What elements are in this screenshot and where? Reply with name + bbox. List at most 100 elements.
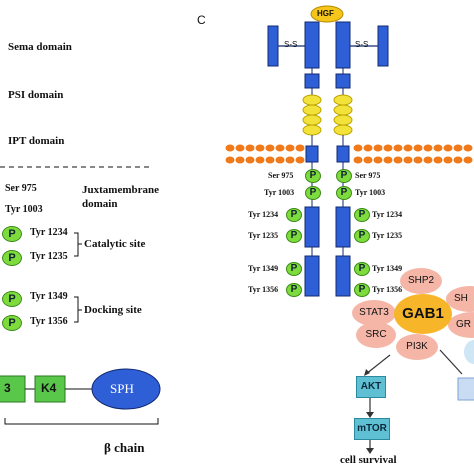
arrow-pi3k-akt: [365, 354, 391, 375]
phospho-icon: P: [354, 283, 370, 297]
membrane-lipid: [413, 156, 423, 164]
legend-ser975: Ser 975: [5, 183, 37, 194]
membrane-lipid: [255, 144, 265, 152]
arrow-right-branch: [439, 349, 463, 375]
membrane-lipid: [393, 156, 403, 164]
hgf-ligand: [310, 5, 344, 23]
receptor-right-tyr1003: Tyr 1003: [355, 188, 386, 197]
membrane-lipid: [423, 156, 433, 164]
membrane-lipid: [433, 156, 443, 164]
membrane-lipid: [235, 156, 245, 164]
right-branch-box: [457, 377, 474, 401]
legend-tyr1234: Tyr 1234: [30, 227, 68, 238]
membrane-lipid: [225, 156, 235, 164]
receptor-right-tyr1356: Tyr 1356: [372, 285, 403, 294]
membrane-lipid: [295, 144, 305, 152]
membrane-lipid: [245, 156, 255, 164]
legend-tyr1349: Tyr 1349: [30, 291, 68, 302]
membrane-lipid: [403, 144, 413, 152]
membrane-lipid: [373, 156, 383, 164]
membrane-lipid: [363, 144, 373, 152]
membrane-lipid: [225, 144, 235, 152]
membrane-lipid: [463, 156, 473, 164]
phospho-icon: P: [286, 283, 302, 297]
right-partial-blob: [464, 340, 474, 364]
phospho-icon: P: [286, 208, 302, 222]
cell-membrane: [225, 144, 473, 164]
receptor-right-ser975: Ser 975: [355, 171, 381, 180]
panel-label: C: [197, 13, 206, 27]
phospho-icon: P: [286, 262, 302, 276]
cell-survival-label: cell survival: [340, 454, 397, 466]
sema-domain-label: Sema domain: [8, 41, 72, 53]
akt-node: AKT: [356, 376, 386, 398]
membrane-lipid: [285, 156, 295, 164]
sph-domain: [91, 368, 161, 410]
receptor-right-tyr1234: Tyr 1234: [372, 210, 403, 219]
shp2-node: SHP2: [400, 268, 442, 294]
membrane-lipid: [403, 156, 413, 164]
beta-chain-bracket: [4, 418, 159, 425]
membrane-lipid: [453, 156, 463, 164]
membrane-lipid: [275, 156, 285, 164]
receptor-right-chain: [333, 21, 389, 297]
membrane-lipid: [443, 144, 453, 152]
membrane-lipid: [363, 156, 373, 164]
receptor-left-tyr1003: Tyr 1003: [264, 188, 295, 197]
juxtamembrane-domain-label: domain: [82, 198, 118, 210]
disulfide-right-label: S-S: [355, 40, 369, 49]
membrane-lipid: [353, 156, 363, 164]
membrane-lipid: [353, 144, 363, 152]
membrane-lipid: [255, 156, 265, 164]
sph-label: SPH: [110, 381, 134, 396]
membrane-lipid: [265, 144, 275, 152]
phospho-icon: P: [286, 229, 302, 243]
psi-domain-label: PSI domain: [8, 89, 64, 101]
membrane-lipid: [295, 156, 305, 164]
membrane-lipid: [443, 156, 453, 164]
juxtamembrane-label: Juxtamembrane: [82, 184, 159, 196]
membrane-lipid: [265, 156, 275, 164]
membrane-lipid: [453, 144, 463, 152]
phospho-icon: P: [305, 186, 321, 200]
phospho-icon: P: [2, 291, 22, 307]
receptor-left-tyr1235: Tyr 1235: [248, 231, 279, 240]
membrane-lipid: [413, 144, 423, 152]
phospho-icon: P: [336, 169, 352, 183]
phospho-icon: P: [305, 169, 321, 183]
beta-chain-label: β chain: [104, 440, 145, 455]
phospho-icon: P: [354, 229, 370, 243]
mtor-node: mTOR: [354, 418, 390, 440]
membrane-lipid: [383, 144, 393, 152]
src-node: SRC: [356, 322, 396, 348]
phospho-icon: P: [2, 315, 22, 331]
phospho-icon: P: [354, 208, 370, 222]
docking-bracket: [74, 296, 82, 323]
receptor-right-tyr1349: Tyr 1349: [372, 264, 403, 273]
receptor-left-ser975: Ser 975: [268, 171, 294, 180]
legend-tyr1003: Tyr 1003: [5, 204, 43, 215]
box-3-label: 3: [4, 381, 11, 395]
receptor-left-tyr1349: Tyr 1349: [248, 264, 279, 273]
legend-tyr1235: Tyr 1235: [30, 251, 68, 262]
legend-tyr1356: Tyr 1356: [30, 316, 68, 327]
phospho-icon: P: [2, 250, 22, 266]
membrane-lipid: [393, 144, 403, 152]
membrane-lipid: [245, 144, 255, 152]
phospho-icon: P: [2, 226, 22, 242]
pi3k-node: PI3K: [396, 334, 438, 360]
stat3-node: STAT3: [352, 300, 396, 326]
receptor-left-chain: [267, 21, 322, 297]
ipt-domain-label: IPT domain: [8, 135, 65, 147]
disulfide-left-label: S-S: [284, 40, 298, 49]
box-k4-label: K4: [41, 381, 57, 395]
receptor-right-tyr1235: Tyr 1235: [372, 231, 403, 240]
phospho-icon: P: [354, 262, 370, 276]
membrane-lipid: [423, 144, 433, 152]
receptor-left-tyr1356: Tyr 1356: [248, 285, 279, 294]
membrane-lipid: [373, 144, 383, 152]
membrane-lipid: [275, 144, 285, 152]
membrane-lipid: [235, 144, 245, 152]
gab1-node: GAB1: [394, 294, 452, 334]
membrane-lipid: [383, 156, 393, 164]
